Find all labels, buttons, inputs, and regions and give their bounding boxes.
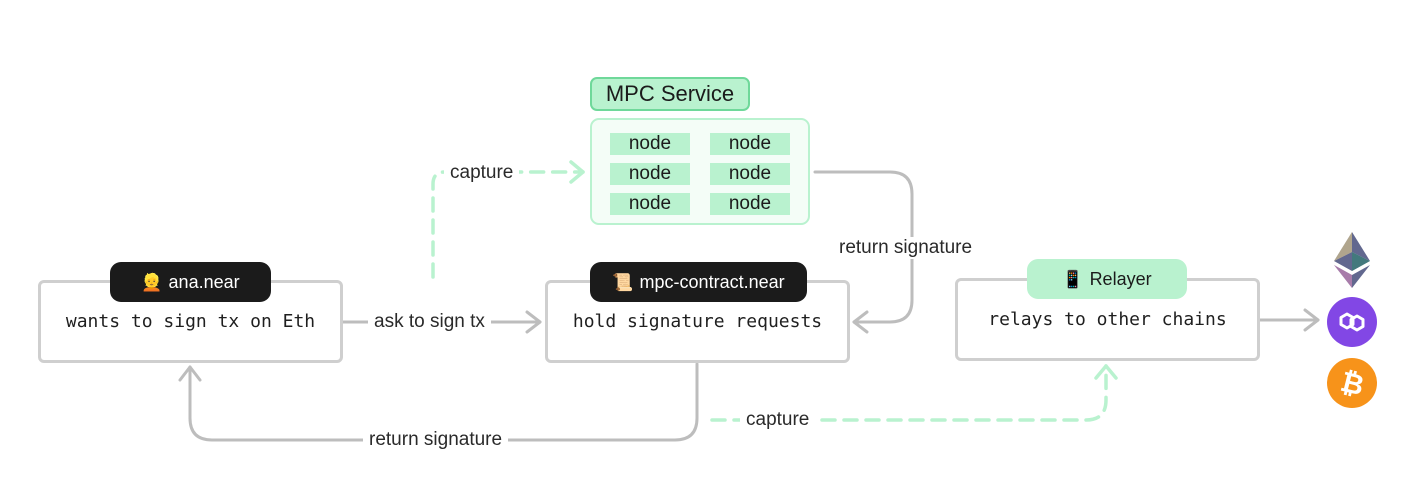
mpc-node: node (610, 163, 690, 185)
ethereum-icon (1330, 230, 1374, 290)
edge-label-return-user: return signature (363, 429, 509, 451)
scroll-icon: 📜 (612, 272, 634, 292)
edge-label-return-mpc: return signature (833, 237, 979, 259)
mpc-node: node (610, 133, 690, 155)
contract-box-text: hold signature requests (572, 311, 823, 332)
arrow-to-chains (1258, 308, 1320, 332)
user-tag: 👱 ana.near (110, 262, 271, 302)
mpc-node: node (710, 193, 790, 215)
contract-tag-label: mpc-contract.near (639, 271, 785, 292)
mpc-service-box: node node node node node node (590, 118, 810, 225)
relayer-box: relays to other chains (955, 278, 1260, 361)
user-box-text: wants to sign tx on Eth (65, 311, 316, 332)
polygon-icon (1327, 297, 1377, 347)
edge-label-ask: ask to sign tx (368, 311, 491, 333)
relayer-box-text: relays to other chains (988, 309, 1227, 330)
arrow-capture-bottom (710, 364, 1118, 422)
mpc-node: node (710, 133, 790, 155)
mpc-node: node (710, 163, 790, 185)
edge-label-capture-top: capture (444, 162, 520, 184)
edge-label-capture-bottom: capture (740, 409, 816, 431)
user-tag-label: ana.near (168, 271, 240, 292)
phone-icon: 📱 (1062, 269, 1084, 289)
relayer-tag: 📱 Relayer (1027, 259, 1187, 299)
mpc-service-title: MPC Service (590, 77, 750, 111)
bitcoin-icon: ₿ (1327, 358, 1377, 408)
relayer-tag-label: Relayer (1089, 268, 1152, 289)
mpc-node: node (610, 193, 690, 215)
person-icon: 👱 (141, 272, 163, 292)
contract-tag: 📜 mpc-contract.near (590, 262, 807, 302)
